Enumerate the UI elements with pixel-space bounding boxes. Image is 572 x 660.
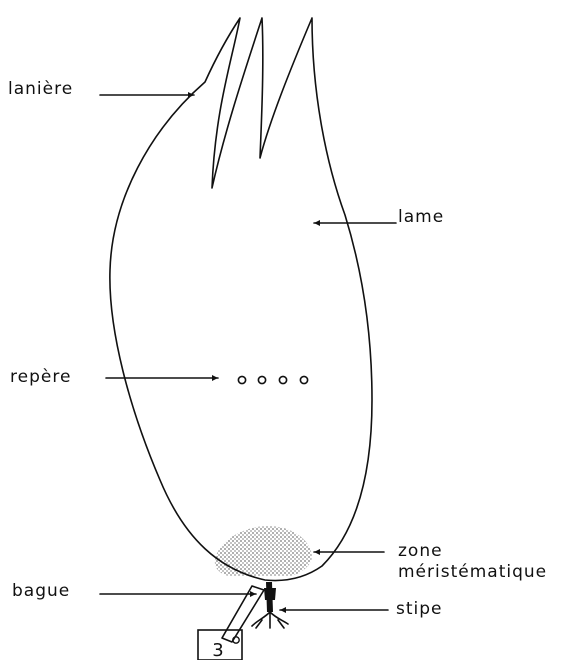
marker-dot — [258, 376, 265, 383]
leader-bague-arrow — [250, 591, 256, 597]
label-laniere: lanière — [8, 79, 73, 99]
label-bague: bague — [12, 581, 70, 601]
frond-blade-outline — [110, 18, 372, 580]
marker-dots — [238, 376, 307, 383]
leader-lame-arrow — [314, 220, 320, 226]
leader-zone-arrow — [314, 549, 320, 555]
label-lame: lame — [398, 207, 444, 227]
label-repere: repère — [10, 367, 71, 387]
marker-dot — [300, 376, 307, 383]
stipe-structure — [252, 582, 288, 628]
leader-stipe-arrow — [280, 607, 286, 613]
meristematic-zone — [215, 526, 312, 576]
label-meristematique: méristématique — [398, 562, 547, 582]
stipe-upper-band — [264, 588, 276, 600]
leader-repere-arrow — [212, 375, 218, 381]
marker-dot — [238, 376, 245, 383]
bague-ring: 3 — [198, 586, 264, 660]
marker-dot — [279, 376, 286, 383]
label-zone: zone — [398, 541, 443, 561]
tag-number: 3 — [212, 640, 223, 660]
label-stipe: stipe — [396, 599, 443, 619]
holdfast — [252, 612, 288, 628]
